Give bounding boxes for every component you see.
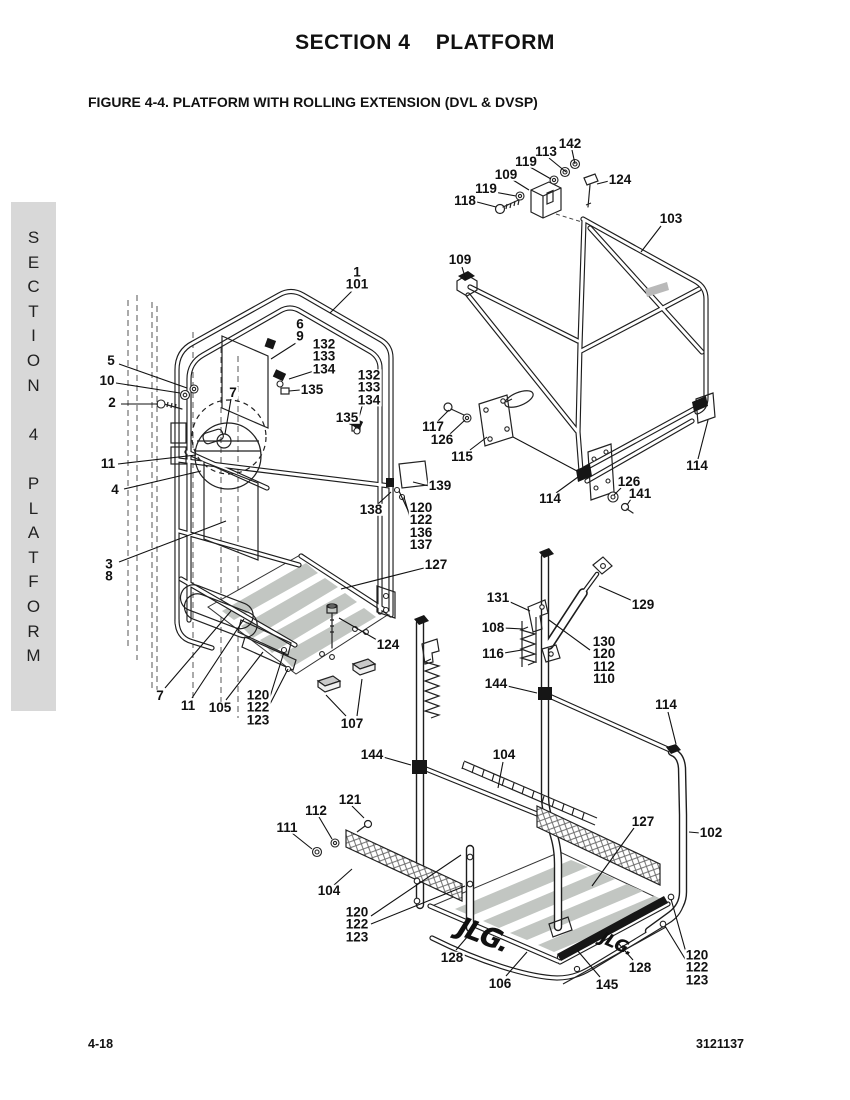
callout-114a: 114 bbox=[538, 490, 562, 506]
callout-130-120-112-110: 130 120 112 110 bbox=[591, 634, 617, 687]
page-number: 4-18 bbox=[88, 1037, 114, 1051]
callout-5: 5 bbox=[106, 352, 116, 368]
callout-139: 139 bbox=[427, 477, 453, 493]
callout-11b: 11 bbox=[179, 697, 197, 713]
callout-3-8: 3 8 bbox=[104, 556, 114, 584]
callout-1-101: 1 101 bbox=[344, 264, 370, 292]
callout-104b: 104 bbox=[316, 882, 342, 898]
callout-144b: 144 bbox=[359, 746, 385, 762]
callout-117: 117 bbox=[421, 418, 445, 434]
callout-116: 116 bbox=[481, 645, 505, 661]
callout-111: 111 bbox=[275, 819, 299, 835]
callout-127a: 127 bbox=[423, 556, 449, 572]
platform-floor bbox=[207, 553, 390, 675]
callout-120a: 120 122 123 bbox=[245, 687, 271, 728]
callout-105: 105 bbox=[207, 699, 233, 715]
section-side-tab: S E C T I O N 4 P L A T F O R M bbox=[11, 202, 56, 711]
callout-109a: 109 bbox=[493, 166, 519, 182]
callout-2: 2 bbox=[107, 394, 117, 410]
callout-114c: 114 bbox=[654, 696, 678, 712]
callout-11a: 11 bbox=[99, 455, 117, 471]
callout-145: 145 bbox=[594, 976, 620, 992]
callout-119b: 119 bbox=[474, 180, 498, 196]
callout-112: 112 bbox=[304, 802, 328, 818]
callout-113: 113 bbox=[534, 143, 558, 159]
callout-132a: 132 133 134 bbox=[311, 336, 337, 377]
section-title: SECTION 4 PLATFORM bbox=[295, 31, 555, 54]
callout-120R: 120 122 123 bbox=[684, 947, 710, 988]
callout-120L: 120 122 123 bbox=[344, 904, 370, 945]
callout-132b: 132 133 134 bbox=[356, 367, 382, 408]
callout-124b: 124 bbox=[375, 636, 401, 652]
leader-lines bbox=[115, 149, 709, 978]
callout-128b: 128 bbox=[627, 959, 653, 975]
callout-108: 108 bbox=[480, 619, 506, 635]
callout-109b: 109 bbox=[447, 251, 473, 267]
callout-131: 131 bbox=[485, 589, 511, 605]
figure-title: FIGURE 4-4. PLATFORM WITH ROLLING EXTENS… bbox=[88, 94, 538, 110]
callout-7a: 7 bbox=[228, 384, 238, 400]
hidden-mast-lines bbox=[127, 295, 239, 718]
fasteners bbox=[156, 158, 675, 973]
callout-142: 142 bbox=[557, 135, 583, 151]
callout-119a: 119 bbox=[514, 153, 538, 169]
callout-102: 102 bbox=[698, 824, 724, 840]
callout-126b: 126 bbox=[616, 473, 642, 489]
callout-7b: 7 bbox=[155, 687, 165, 703]
callout-6-9: 6 9 bbox=[295, 316, 305, 344]
document-number: 3121137 bbox=[696, 1037, 744, 1051]
callout-124a: 124 bbox=[607, 171, 633, 187]
callout-120b: 120 122 136 137 bbox=[408, 500, 434, 553]
tube-frames bbox=[175, 217, 708, 980]
callout-103: 103 bbox=[658, 210, 684, 226]
section-side-tab-text: S E C T I O N 4 P L A T F O R M bbox=[26, 228, 41, 666]
callout-135b: 135 bbox=[334, 409, 360, 425]
callout-121: 121 bbox=[337, 791, 363, 807]
callout-4: 4 bbox=[110, 481, 120, 497]
solid-fills bbox=[264, 271, 708, 961]
callout-104a: 104 bbox=[491, 746, 517, 762]
callout-141: 141 bbox=[627, 485, 653, 501]
callout-107: 107 bbox=[339, 715, 365, 731]
callout-10: 10 bbox=[98, 372, 116, 388]
callout-138: 138 bbox=[358, 501, 384, 517]
callout-106: 106 bbox=[487, 975, 513, 991]
callout-126a: 126 bbox=[429, 431, 455, 447]
callout-129: 129 bbox=[630, 596, 656, 612]
callout-127b: 127 bbox=[630, 813, 656, 829]
callout-118: 118 bbox=[453, 192, 477, 208]
callout-114b: 114 bbox=[685, 457, 709, 473]
callout-144a: 144 bbox=[483, 675, 509, 691]
perforated-rails bbox=[345, 760, 661, 902]
callout-128a: 128 bbox=[439, 949, 465, 965]
callout-115: 115 bbox=[450, 448, 474, 464]
callout-135a: 135 bbox=[299, 381, 325, 397]
